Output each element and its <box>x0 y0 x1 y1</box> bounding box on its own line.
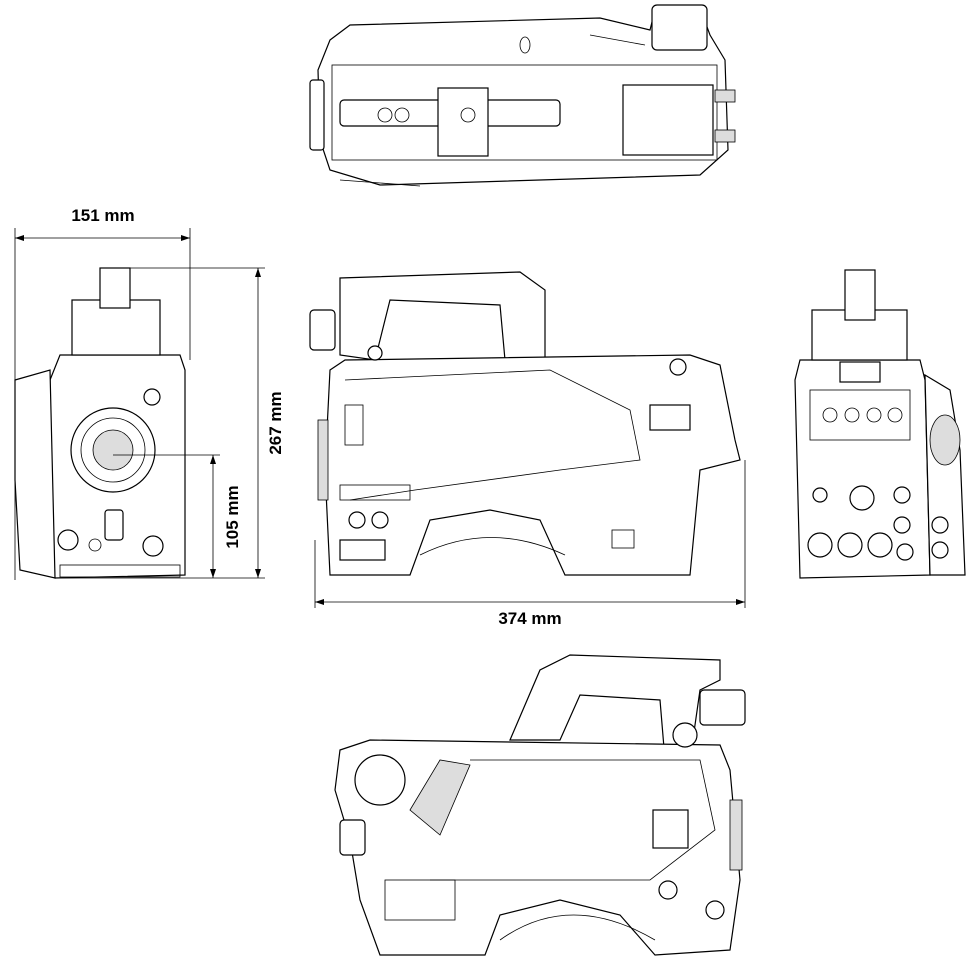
dimension-lines <box>14 228 746 608</box>
height-dimension-label: 267 mm <box>266 391 285 454</box>
lens-height-dimension-label: 105 mm <box>223 485 242 548</box>
width-dimension-label: 151 mm <box>71 206 134 225</box>
rear-view <box>794 269 966 579</box>
left-side-view <box>309 271 741 576</box>
right-side-view <box>334 654 746 956</box>
front-view <box>14 267 186 579</box>
length-dimension-label: 374 mm <box>498 609 561 628</box>
top-view <box>309 4 736 187</box>
